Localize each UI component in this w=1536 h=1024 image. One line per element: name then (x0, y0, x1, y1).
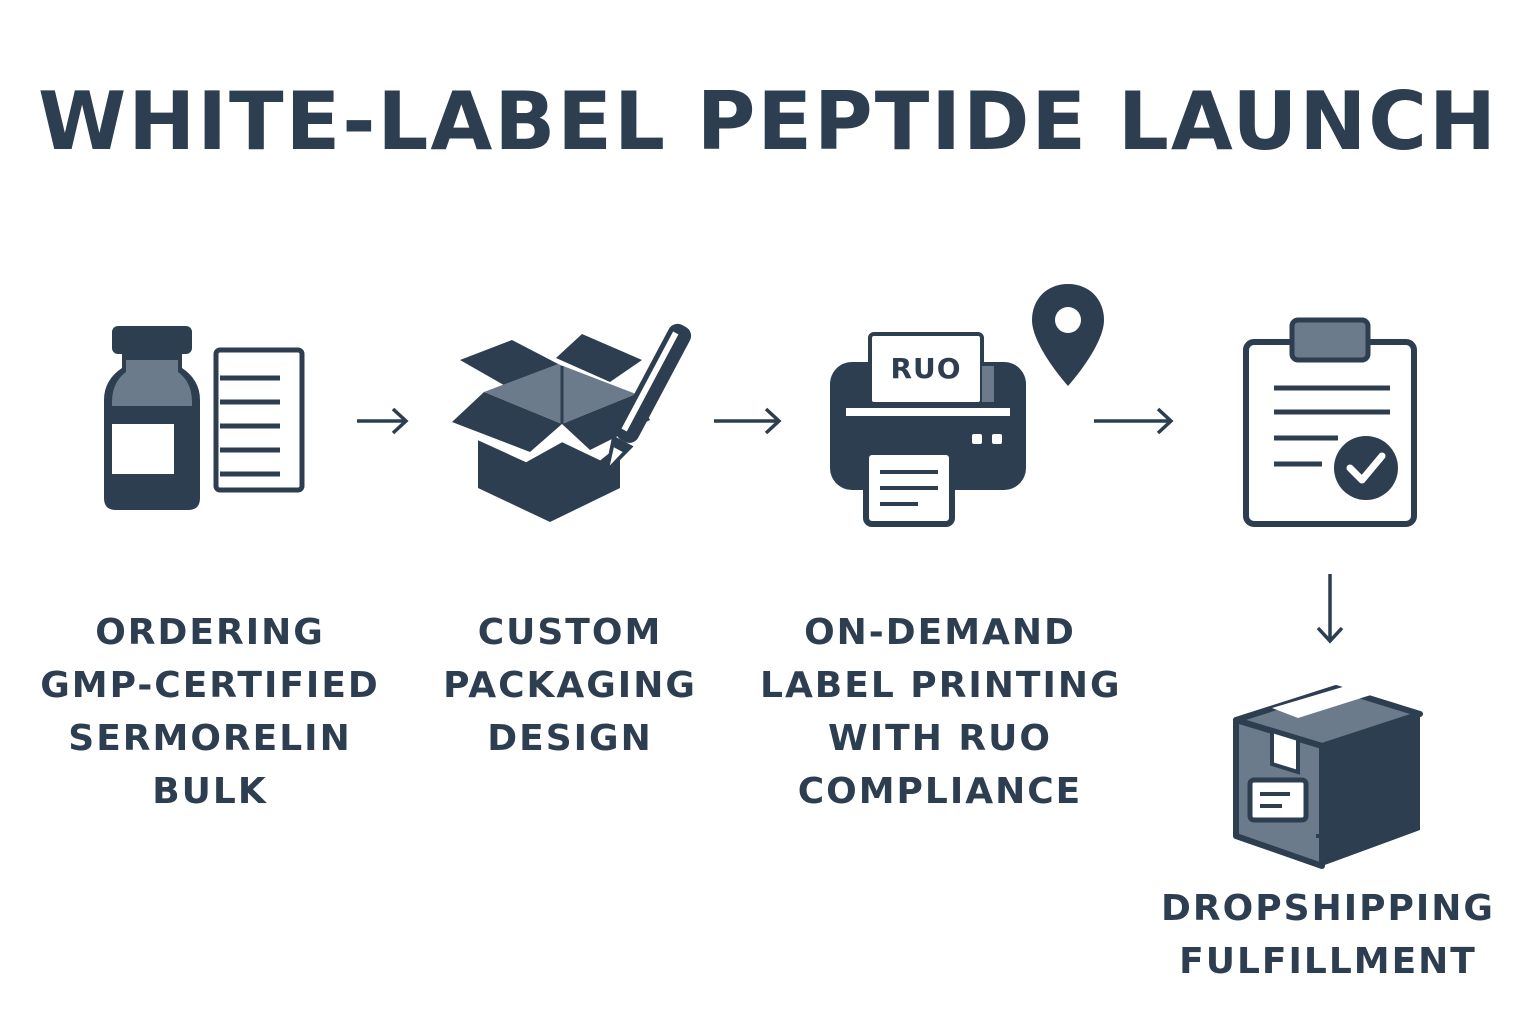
step-label-ordering: ORDERING GMP-CERTIFIED SERMORELIN BULK (40, 612, 380, 812)
clipboard-check-icon (1243, 317, 1417, 527)
shipping-box-icon (1233, 685, 1423, 869)
step-label-printing: ON-DEMAND LABEL PRINTING WITH RUO COMPLI… (760, 612, 1122, 812)
diagram-title: WHITE-LABEL PEPTIDE LAUNCH (38, 75, 1498, 168)
printer-location-icon: RUO (826, 280, 1110, 530)
flow-arrow-right (714, 407, 782, 435)
step-label-dropshipping: DROPSHIPPING FULFILLMENT (1161, 888, 1495, 982)
box-pen-icon (452, 323, 692, 522)
vial-document-icon (104, 326, 305, 510)
ruo-badge: RUO (890, 352, 962, 385)
flow-arrow-right (1094, 407, 1174, 435)
flow-arrow-down (1316, 574, 1344, 644)
step-label-packaging: CUSTOM PACKAGING DESIGN (443, 612, 697, 759)
flow-arrow-right (357, 407, 409, 435)
